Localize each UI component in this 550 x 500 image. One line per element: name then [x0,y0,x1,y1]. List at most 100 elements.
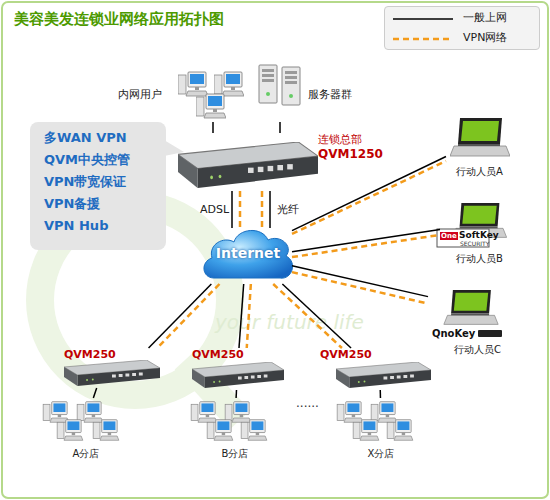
hq-router: 连锁总部QVM1250 [176,133,376,191]
internet-link [269,191,271,228]
vpn-link [273,284,342,348]
internet-link [231,191,233,228]
legend-entry: 一般上网 [393,11,533,27]
node-label: Internet [204,245,292,262]
pc-icon [93,420,119,441]
server-icon [282,67,300,105]
router-icon [192,362,284,388]
feature-callout: 多WAN VPN QVM中央控管 VPN带宽保证 VPN备援 VPN Hub [30,122,166,250]
branch-router: QVM250 [62,348,162,388]
node-label: VPN Hub [44,218,108,234]
legend-text: VPN网络 [463,31,507,44]
internet-link [149,284,212,348]
diagram-title: 美容美发连锁业网络应用拓扑图 [14,10,224,28]
node-label: VPN带宽保证 [44,174,126,190]
node-label: 多WAN VPN [44,130,127,146]
internet-link [279,122,281,133]
node-label: VPN备援 [44,196,100,212]
legend-box: 一般上网 VPN网络 [384,6,540,50]
pc-icon [241,420,267,441]
branch-router: QVM250 [190,348,285,390]
vpn-link [292,235,440,257]
pc-icon [207,420,233,441]
token-brand: SECURITY [460,240,489,247]
node-label: QVM250 [320,348,372,361]
token-brand: One [440,232,458,240]
legend-line [393,38,453,41]
token-name: QnoKey [432,328,475,340]
legend-swatch [393,12,453,26]
branch-store: B分店 [180,398,290,460]
node-label: 内网用户 [118,88,162,101]
node-label: X分店 [326,448,436,460]
mobile-user: 行动人员A [446,116,528,182]
internet-link [292,230,440,252]
cloud-shape [204,230,293,278]
pc-icon [371,402,397,423]
pc-icon [337,402,363,423]
watermark-text: your future life [215,310,364,334]
laptop-icon [444,290,498,324]
pc-icon [43,402,69,423]
vpn-link [247,284,251,348]
internet-link [282,284,351,348]
internet-link [380,390,382,398]
internet-cloud: Internet [204,228,292,284]
internet-link [292,266,428,297]
server-icon [259,65,277,103]
pc-icon [214,72,244,96]
internet-link [212,122,214,133]
node-label: 行动人员B [456,253,503,265]
vpn-link [157,284,219,348]
edge-label: 光纤 [277,203,299,216]
node-label: B分店 [180,448,290,460]
server-group: 服务器群 [256,62,368,122]
branch-store: A分店 [36,398,136,460]
mobile-user: 行动人员C [428,288,528,360]
pc-icon [57,420,83,441]
node-label: 连锁总部 [318,133,362,146]
user-group: 内网用户 [118,66,250,122]
node-label: 行动人员A [456,166,503,178]
token-brand: SoftKey [459,230,499,241]
vpn-link [292,161,446,234]
vpn-link [239,191,242,228]
vpn-link [261,191,264,228]
pc-icon [77,402,103,423]
internet-link [239,284,244,348]
pc-icon [353,420,379,441]
pc-icon [225,402,251,423]
edge-label: ADSL [200,203,229,216]
node-label: QVM250 [64,348,116,361]
legend-text: 一般上网 [463,11,507,24]
router-icon [64,360,160,386]
laptop-icon [450,118,510,156]
branch-store: X分店 [326,398,436,460]
node-label: 服务器群 [308,88,352,101]
node-label: A分店 [36,448,136,460]
pc-icon [191,402,217,423]
pc-icon [196,94,226,118]
mobile-user: 行动人员B [440,203,528,269]
router-icon [336,362,431,388]
node-label: QVM中央控管 [44,152,130,168]
pc-icon [178,72,208,96]
usb-key [478,330,502,337]
legend-line [393,18,453,20]
branch-router: QVM250 [318,348,433,390]
vpn-link [292,272,428,303]
node-label: 行动人员C [454,344,501,356]
node-label: QVM250 [192,348,244,361]
legend-entry: VPN网络 [393,31,533,47]
ellipsis: ...... [296,396,319,410]
internet-link [235,390,237,398]
router-icon [178,142,318,188]
node-label: QVM1250 [318,147,383,161]
internet-link [292,157,446,231]
legend-swatch [393,32,453,46]
internet-link [93,388,96,398]
